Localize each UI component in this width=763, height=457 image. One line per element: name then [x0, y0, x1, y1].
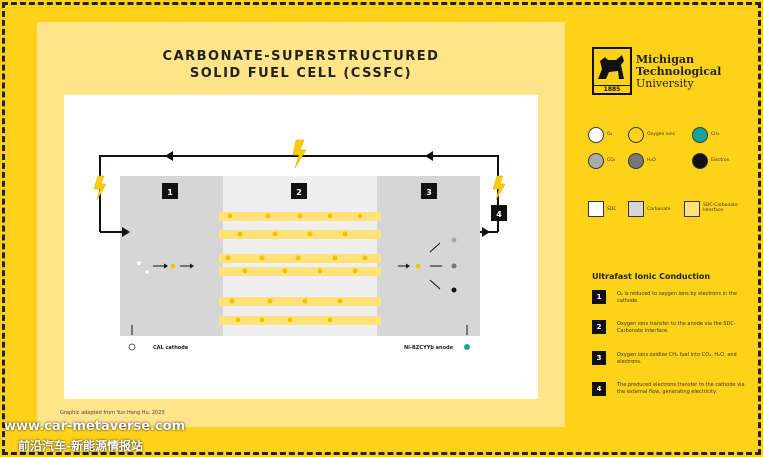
anode-reaction: [398, 237, 457, 293]
watermark-tagline: 前沿汽车-新能源情报站: [18, 439, 143, 453]
lightning-icons: [93, 139, 506, 201]
circuit-arrows: [122, 151, 490, 237]
conduction-step-1-text: O₂ is reduced to oxygen ions by electron…: [617, 291, 738, 304]
svg-text:2: 2: [296, 188, 302, 197]
cathode-label: CAL cathode: [153, 345, 189, 351]
anode-label: Ni-BZCYYb anode: [404, 345, 454, 351]
conduction-step-4-num: 4: [592, 382, 606, 396]
title-line-2: SOLID FUEL CELL (CSSFC): [189, 66, 413, 81]
graphic-credit: Graphic adapted from Yun Hang Hu, 2023: [60, 410, 165, 416]
oxygen-ion-dots: [225, 213, 368, 323]
logo-line-2: Technological: [636, 65, 722, 78]
step-box-4: 4: [491, 205, 507, 221]
legend-interface-swatch: [684, 201, 700, 217]
conduction-step-2-text: Oxygen ions transfer to the anode via th…: [617, 321, 736, 334]
svg-text:3: 3: [426, 188, 432, 197]
logo-year: 1885: [594, 85, 630, 93]
legend-h2o-label: H₂O: [647, 158, 656, 163]
legend-co2-swatch: [588, 153, 604, 169]
legend-o2-swatch: [588, 127, 604, 143]
legend-ch4-swatch: [692, 127, 708, 143]
conduction-step-2-num: 2: [592, 320, 606, 334]
svg-text:1: 1: [167, 188, 173, 197]
legend-sdc-swatch: [588, 201, 604, 217]
university-logo: 1885: [592, 47, 632, 95]
legend-o2-label: O₂: [607, 132, 613, 137]
anode-block: [377, 176, 480, 336]
legend-oxygen-ions-swatch: [628, 127, 644, 143]
conduction-step-4-text: The produced electrons transfer to the c…: [617, 382, 745, 395]
logo-line-3: University: [636, 77, 694, 90]
input-arrows: [131, 325, 468, 335]
legend-oxygen-ions-label: Oxygen ions: [647, 132, 675, 137]
legend-electron-label: Electron: [711, 158, 730, 163]
legend-h2o-swatch: [628, 153, 644, 169]
cathode-block: [120, 176, 223, 336]
conduction-step-1-num: 1: [592, 290, 606, 304]
step-box-2: 2: [291, 183, 307, 199]
ch4-input-icon: [464, 344, 470, 350]
legend-carbonate-swatch: [628, 201, 644, 217]
legend-co2-label: CO₂: [607, 158, 616, 163]
diagram-title: CARBONATE-SUPERSTRUCTURED SOLID FUEL CEL…: [37, 48, 565, 82]
husky-icon: [598, 55, 624, 79]
legend-electron-swatch: [692, 153, 708, 169]
watermark-url: www.car-metaverse.com: [4, 419, 186, 434]
svg-text:4: 4: [496, 210, 502, 219]
step-box-1: 1: [162, 183, 178, 199]
university-name: Michigan Technological University: [636, 54, 721, 90]
legend-sdc-label: SDC: [607, 207, 617, 212]
title-line-1: CARBONATE-SUPERSTRUCTURED: [162, 49, 440, 64]
legend-interface-label: SDC-Carbonate Interface: [703, 203, 738, 213]
conduction-step-3-num: 3: [592, 351, 606, 365]
logo-line-1: Michigan: [636, 53, 695, 66]
step-box-3: 3: [421, 183, 437, 199]
conduction-title: Ultrafast Ionic Conduction: [592, 272, 711, 281]
legend-ch4-label: CH₄: [711, 132, 720, 137]
o2-input-icon: [128, 343, 136, 351]
conduction-step-3-text: Oxygen ions oxidize CH₄ fuel into CO₂, H…: [617, 352, 737, 365]
cathode-reaction: [136, 260, 194, 275]
legend-carbonate-label: Carbonate: [647, 207, 671, 212]
